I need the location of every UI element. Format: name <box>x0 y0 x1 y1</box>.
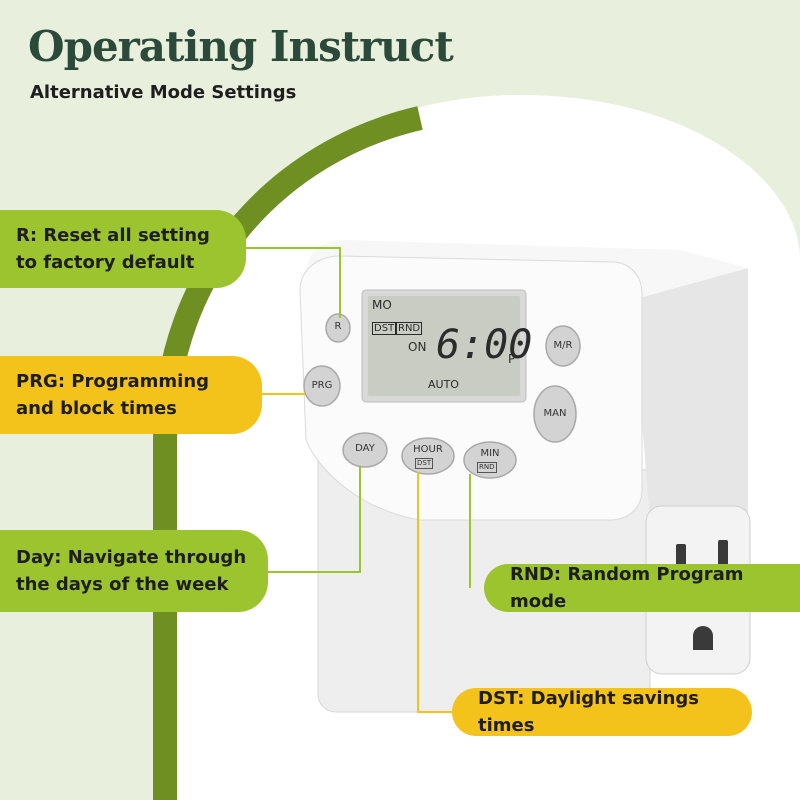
lcd-day: MO <box>372 298 392 312</box>
callout-reset-text: R: Reset all setting to factory default <box>16 225 210 273</box>
lcd-on: ON <box>408 340 427 354</box>
day-button[interactable]: DAY <box>355 443 375 454</box>
lcd-mode: AUTO <box>428 378 459 391</box>
hour-button[interactable]: HOUR <box>413 444 443 455</box>
callout-day-text: Day: Navigate through the days of the we… <box>16 547 247 595</box>
callout-dst-text: DST: Daylight savings times <box>478 688 700 736</box>
callout-programming: PRG: Programming and block times <box>0 356 262 434</box>
hour-dst-sublabel: DST <box>415 458 434 469</box>
callout-day: Day: Navigate through the days of the we… <box>0 530 268 612</box>
lcd-screen <box>368 296 520 396</box>
lcd-rnd: RND <box>396 322 423 335</box>
page-subtitle: Alternative Mode Settings <box>30 82 297 103</box>
lcd-dst: DST <box>372 322 397 335</box>
min-rnd-sublabel: RND <box>477 462 497 473</box>
prg-button[interactable]: PRG <box>311 380 333 391</box>
lcd-time: 6:00 <box>436 322 533 368</box>
connector-lines <box>246 247 471 713</box>
btn-shapes <box>303 313 581 479</box>
page-title: Operating Instruct <box>28 22 454 71</box>
callout-random: RND: Random Program mode <box>484 564 800 612</box>
lcd-ampm: P <box>508 352 516 366</box>
man-button[interactable]: MAN <box>543 408 567 419</box>
min-button[interactable]: MIN <box>480 448 500 459</box>
callout-programming-text: PRG: Programming and block times <box>16 371 210 419</box>
reset-button[interactable]: R <box>334 321 342 332</box>
mr-button[interactable]: M/R <box>553 340 573 351</box>
callout-reset: R: Reset all setting to factory default <box>0 210 246 288</box>
timer-device <box>299 240 751 713</box>
callout-random-text: RND: Random Program mode <box>510 564 744 612</box>
outlet-ground <box>693 626 713 650</box>
callout-dst: DST: Daylight savings times <box>452 688 752 736</box>
